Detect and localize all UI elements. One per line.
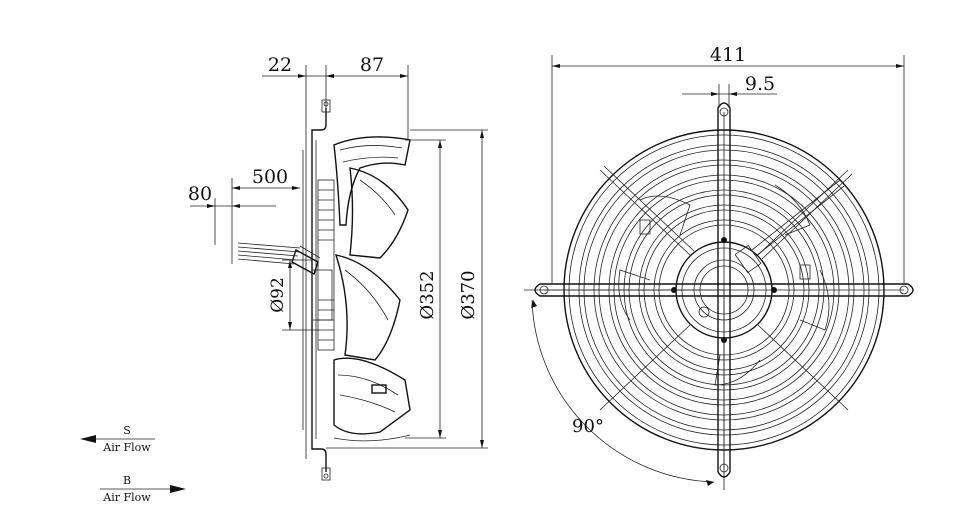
dim-22: 22	[262, 54, 334, 120]
dim-411-label: 411	[710, 44, 746, 66]
dim-500: 500	[231, 166, 300, 240]
side-view: 22 87 500 80	[188, 54, 488, 481]
dim-d92: Ø92	[268, 259, 318, 331]
dim-87-label: 87	[360, 54, 384, 76]
legend-blowing-letter: B	[123, 474, 131, 487]
dim-d370-label: Ø370	[458, 270, 479, 319]
dim-80-label: 80	[188, 183, 212, 205]
legend-suction-label: Air Flow	[102, 441, 151, 454]
cable-gland	[231, 240, 321, 276]
mounting-flange	[302, 99, 331, 481]
legend-suction: S Air Flow	[80, 424, 155, 454]
front-view: 411 9.5 90°	[524, 44, 914, 490]
angle-90: 90°	[524, 289, 725, 490]
dim-d352: Ø352	[405, 139, 446, 439]
motor-hub	[671, 179, 845, 343]
dim-9-5: 9.5	[682, 73, 777, 108]
front-blades	[618, 184, 830, 386]
legend-blowing: B Air Flow	[100, 474, 186, 504]
dim-500-label: 500	[252, 166, 288, 188]
dim-d92-label: Ø92	[268, 277, 288, 313]
motor-rotor	[311, 179, 335, 351]
angle-90-label: 90°	[572, 416, 604, 437]
dim-d370: Ø370	[326, 129, 488, 449]
dim-9-5-label: 9.5	[745, 73, 775, 95]
legend-suction-letter: S	[123, 424, 131, 437]
arrow-right-icon	[170, 485, 186, 493]
arrow-left-icon	[80, 435, 96, 443]
airflow-legend: S Air Flow B Air Flow	[80, 424, 186, 504]
impeller-blades	[333, 136, 411, 442]
legend-blowing-label: Air Flow	[102, 491, 151, 504]
dim-87: 87	[326, 54, 409, 140]
dim-22-label: 22	[268, 54, 292, 76]
dim-d352-label: Ø352	[417, 270, 438, 319]
dim-411: 411	[551, 44, 905, 283]
dim-80: 80	[188, 183, 276, 245]
